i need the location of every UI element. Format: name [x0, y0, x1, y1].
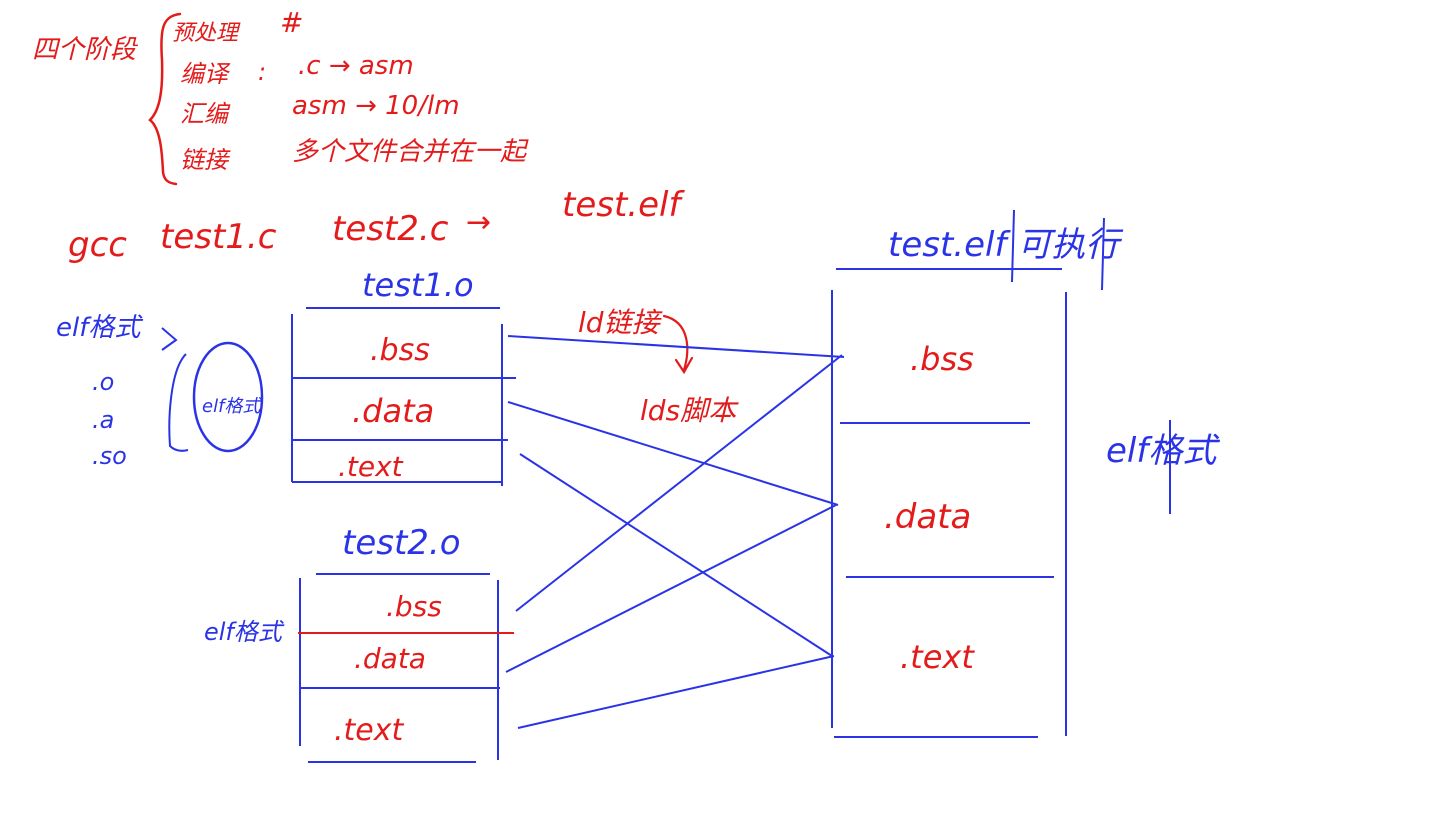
preprocess-label: 预处理: [172, 21, 241, 46]
test1-box: [291, 307, 516, 486]
ext-a: .a: [92, 406, 114, 434]
link-desc: 多个文件合并在一起: [292, 137, 529, 167]
test2-data: .data: [354, 642, 426, 675]
map-test2-data: [505, 504, 837, 673]
colon-mark: :: [258, 58, 266, 86]
stages-label: 四个阶段: [32, 35, 139, 65]
elf-format-note: elf格式: [56, 313, 143, 343]
ld-arrow: [662, 314, 694, 375]
ext-so: .so: [92, 442, 127, 470]
hash-mark: #: [280, 6, 303, 39]
assemble-desc: asm → 10/lm: [292, 91, 460, 121]
note-arrow: [161, 327, 178, 351]
source-file-2: test2.c: [332, 209, 449, 249]
ext-o: .o: [92, 368, 114, 396]
ld-link-label: ld链接: [578, 306, 664, 339]
output-format-note: elf格式: [1106, 431, 1220, 471]
output-bss: .bss: [910, 340, 974, 378]
map-test1-text: [519, 453, 833, 657]
test1-title: test1.o: [362, 266, 474, 304]
map-test2-text: [517, 655, 835, 729]
ext-brace: [168, 353, 189, 452]
test2-box: [299, 573, 500, 763]
circle-text: elf格式: [202, 396, 262, 417]
output-file: test.elf: [562, 185, 685, 225]
output-title: test.elf 可执行: [888, 225, 1124, 265]
test2-bss: .bss: [386, 590, 442, 623]
lds-script-label: lds脚本: [640, 394, 739, 427]
test1-data: .data: [352, 392, 434, 430]
arrow-mark: →: [466, 205, 491, 240]
source-file-1: test1.c: [160, 217, 277, 257]
test2-title: test2.o: [342, 523, 461, 563]
map-test1-bss: [507, 335, 845, 358]
map-test1-data: [507, 401, 839, 506]
stages-brace: [148, 12, 182, 186]
assemble-label: 汇编: [180, 100, 231, 128]
compile-label: 编译: [180, 60, 231, 88]
map-test2-bss: [515, 354, 843, 612]
circle-mark: [192, 341, 264, 453]
output-data: .data: [884, 497, 971, 537]
test1-bss: .bss: [370, 333, 430, 368]
link-label: 链接: [180, 146, 231, 174]
test1-text: .text: [338, 450, 404, 483]
section-mapping-lines: [505, 335, 845, 729]
compile-desc: .c → asm: [298, 51, 414, 81]
test2-text: .text: [334, 713, 405, 748]
elf-format-note-2: elf格式: [204, 618, 285, 646]
output-text: .text: [900, 638, 975, 676]
gcc-command: gcc: [68, 225, 127, 265]
